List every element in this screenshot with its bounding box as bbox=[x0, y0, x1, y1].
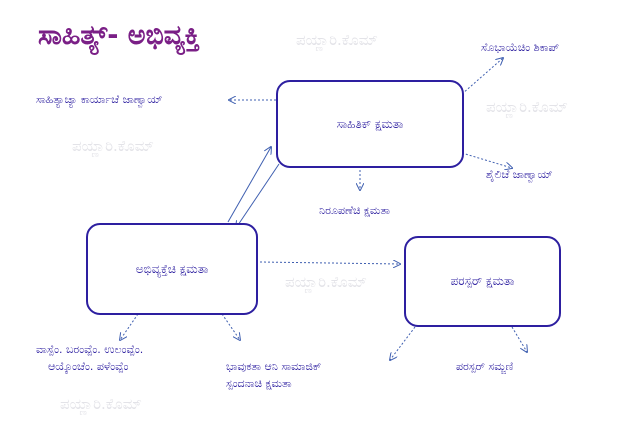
arrow-literary-to-expression bbox=[236, 163, 280, 228]
node-label: ಪರಸ್ಪರ್ ಕ್ಷಮತಾ bbox=[450, 274, 515, 288]
mutual-ability-node: ಪರಸ್ಪರ್ ಕ್ಷಮತಾ bbox=[404, 236, 561, 327]
forms-label-line1: ವಾಸ್ಪೆಂ. ಬರಂವ್ಪೆಂ. ಉಲಂವ್ಪೆಂ. bbox=[36, 343, 144, 356]
narration-label: ನಿರೂಪಣೆಚಿ ಕ್ಷಮತಾ bbox=[319, 204, 391, 217]
mutual-understanding-label: ಪರಸ್ಪರ್ ಸಮ್ಜಣಿ bbox=[456, 360, 514, 373]
page-title: ಸಾಹಿತ್ಯ್- ಅಭಿವ್ಯಕ್ತಿ bbox=[38, 20, 200, 51]
arrow-to-forms bbox=[120, 313, 139, 340]
node-label: ಅಭಿವ್ಯಕ್ತೆಚಿ ಕ್ಷಮತಾ bbox=[135, 261, 209, 276]
expression-ability-node: ಅಭಿವ್ಯಕ್ತೆಚಿ ಕ್ಷಮತಾ bbox=[86, 223, 258, 315]
emotional-label-line2: ಸ್ಪಂದನಾಚಿ ಕ್ಷಮತಾ bbox=[226, 377, 292, 390]
literary-works-label: ಸಾಹಿತ್ಯಾಚ್ಯಾ ಕಾರ್ಯಾಚೆ ಜಾಣ್ವಾಯ್ bbox=[36, 93, 163, 106]
literary-ability-node: ಸಾಹಿತಿಕ್ ಕ್ಷಮತಾ bbox=[276, 80, 464, 168]
arrow-to-style bbox=[461, 152, 512, 168]
node-label: ಸಾಹಿತಿಕ್ ಕ್ಷಮತಾ bbox=[336, 116, 404, 131]
forms-label-line2: ಆಯ್ಕೊಂಚೆಂ. ಪಳೆಂವ್ಪೆಂ bbox=[48, 360, 129, 373]
arrow-to-emotional bbox=[221, 313, 240, 340]
watermark-text: ಪಯ್ಣಾರಿ.ಕೊಮ್ bbox=[486, 98, 568, 116]
arrow-to-mutual-box bbox=[259, 262, 400, 264]
style-label: ಶೈಲಿಚೆ ಜಾಣ್ವಾಯ್ bbox=[486, 168, 553, 181]
watermark-text: ಪಯ್ಣಾರಿ.ಕೊಮ್ bbox=[296, 31, 378, 49]
arrow-expression-to-literary bbox=[227, 147, 271, 223]
emotional-label-line1: ಭಾವುಕತಾ ಆನಿ ಸಾಮಾಜಿಕ್ bbox=[226, 360, 322, 373]
watermark-text: ಪಯ್ಣಾರಿ.ಕೊಮ್ bbox=[72, 137, 154, 155]
arrow-to-beauty bbox=[461, 58, 503, 95]
watermark-text: ಪಯ್ಣಾರಿ.ಕೊಮ್ bbox=[285, 273, 367, 291]
watermark-text: ಪಯ್ಣಾರಿ.ಕೊಮ್ bbox=[60, 395, 142, 413]
beauty-label: ಸೊಭಾಯೆಚಿಂ ಶಿಕಾಪ್ bbox=[481, 41, 560, 54]
arrow-mutual-to-emotional bbox=[390, 326, 416, 360]
arrow-to-mutual-understanding bbox=[511, 326, 527, 352]
